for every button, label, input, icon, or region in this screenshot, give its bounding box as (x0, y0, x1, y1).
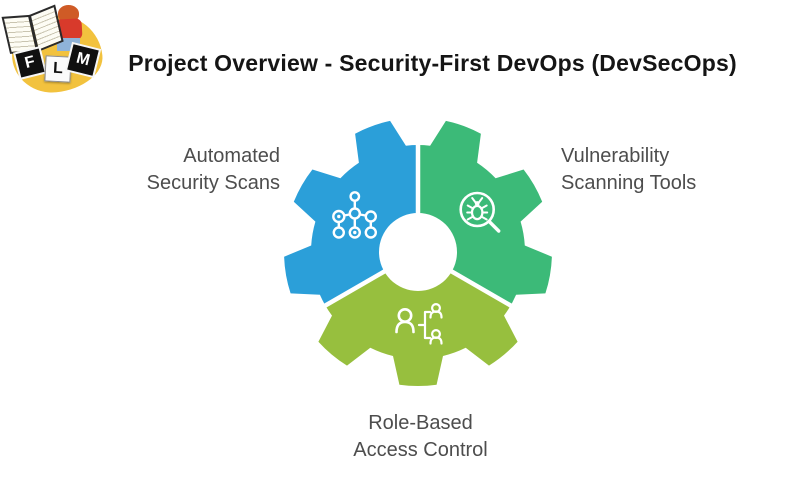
segment-divider (285, 250, 420, 330)
label-automated-security-scans: Automated Security Scans (146, 145, 280, 194)
user-hierarchy-icon (395, 303, 443, 345)
bug-magnifier-icon (459, 191, 501, 233)
label-vulnerability-scanning-tools: Vulnerability Scanning Tools (561, 145, 697, 194)
segment-divider (416, 250, 551, 330)
gear-segment-role-based-access-control (284, 252, 552, 386)
logo-child-figure (58, 5, 79, 22)
page-title: Project Overview - Security-First DevOps… (128, 50, 737, 76)
flm-logo: F L M (1, 4, 108, 102)
network-nodes-icon (332, 191, 377, 239)
label-role-based-access-control: Role-Based Access Control (353, 412, 488, 461)
